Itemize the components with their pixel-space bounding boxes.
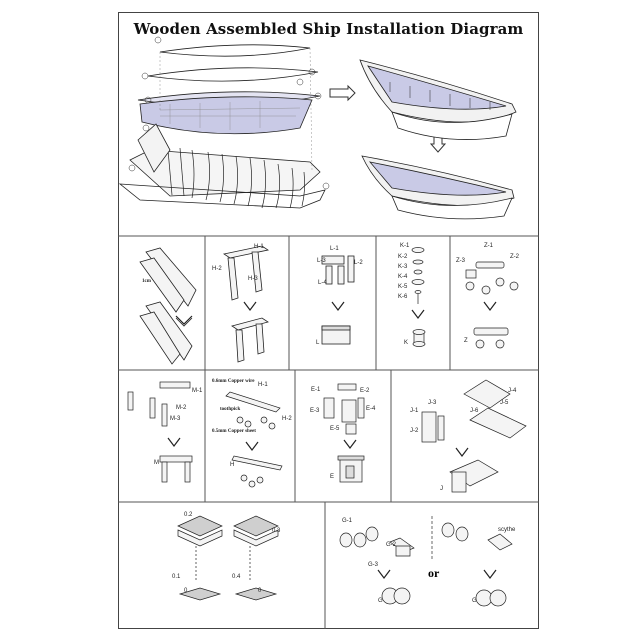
assembled-ship-upper [359,59,517,140]
part-label: J-4 [508,388,517,394]
part-label: K-5 [398,284,408,290]
diagram-title: Wooden Assembled Ship Installation Diagr… [133,20,524,38]
hull-part-labels [128,36,330,190]
part-label: K-4 [398,274,408,280]
part-label: E [330,474,334,480]
part-h-rail [225,391,283,488]
stem-pieces [139,247,197,365]
part-label: 0 [184,588,188,594]
part-label: G [472,598,477,604]
part-label: J-2 [410,428,419,434]
part-label: K-2 [398,254,408,260]
part-label: Z [464,338,468,344]
part-label: J-3 [428,400,437,406]
part-k-stack [411,247,426,347]
part-label: J-5 [500,400,509,406]
part-note: 0.6mm Copper wire [212,379,255,384]
part-label: L-4 [318,280,327,286]
part-label: M-1 [192,388,203,394]
part-label: H-3 [248,276,258,282]
or-text: or [428,566,440,580]
part-label: M [154,460,159,466]
part-label: Z-1 [484,243,494,249]
part-label: E-3 [310,408,320,414]
part-label: M-3 [170,416,181,422]
part-e-cabin [323,383,365,483]
part-label: 0 [258,588,262,594]
part-note: 0.5mm Copper sheet [212,429,256,434]
part-label: E-1 [311,387,321,393]
part-label: H-2 [282,416,292,422]
part-l-assembly [321,255,355,345]
part-label: E-4 [366,406,376,412]
part-label: 0.4 [232,574,241,580]
panel-grid [118,235,539,629]
part-label: L-3 [317,258,326,264]
part-label: L-1 [330,246,339,252]
part-label: L [316,340,320,346]
part-label: H-1 [258,382,268,388]
assembled-ship-lower [361,155,515,220]
part-label: 0.2 [184,512,193,518]
part-0-hatch [177,515,279,601]
part-label: J [440,486,443,492]
part-label: 0.1 [172,574,181,580]
part-label: J-6 [470,408,479,414]
part-label: H [230,462,234,468]
part-label: K-6 [398,294,408,300]
part-label: 1cm [142,279,152,284]
part-j-deckhouse [421,379,527,493]
part-label: scythe [498,527,516,533]
part-z-cannon [465,261,519,349]
part-m-assembly [127,381,193,483]
part-label: G-3 [368,562,379,568]
part-g-barrels [339,522,513,607]
diagram-frame [118,12,539,629]
part-label: K-3 [398,264,408,270]
part-label: L-2 [354,260,363,266]
part-label: E-5 [330,426,340,432]
part-note: toothpick [220,407,241,412]
part-label: H-1 [254,244,264,250]
part-label: H-2 [212,266,222,272]
exploded-hull-view [118,44,326,209]
part-label: J-1 [410,408,419,414]
part-label: G [378,598,383,604]
part-label: Z-3 [456,258,466,264]
right-arrow [329,84,356,102]
part-label: M-2 [176,405,187,411]
part-label: K [404,340,408,346]
part-label: G-1 [342,518,353,524]
part-label: Z-2 [510,254,520,260]
part-label: 0.3 [272,528,281,534]
part-h-assembly [222,245,270,363]
part-label: K-1 [400,243,410,249]
part-label: E-2 [360,388,370,394]
part-label: G-2 [386,542,397,548]
